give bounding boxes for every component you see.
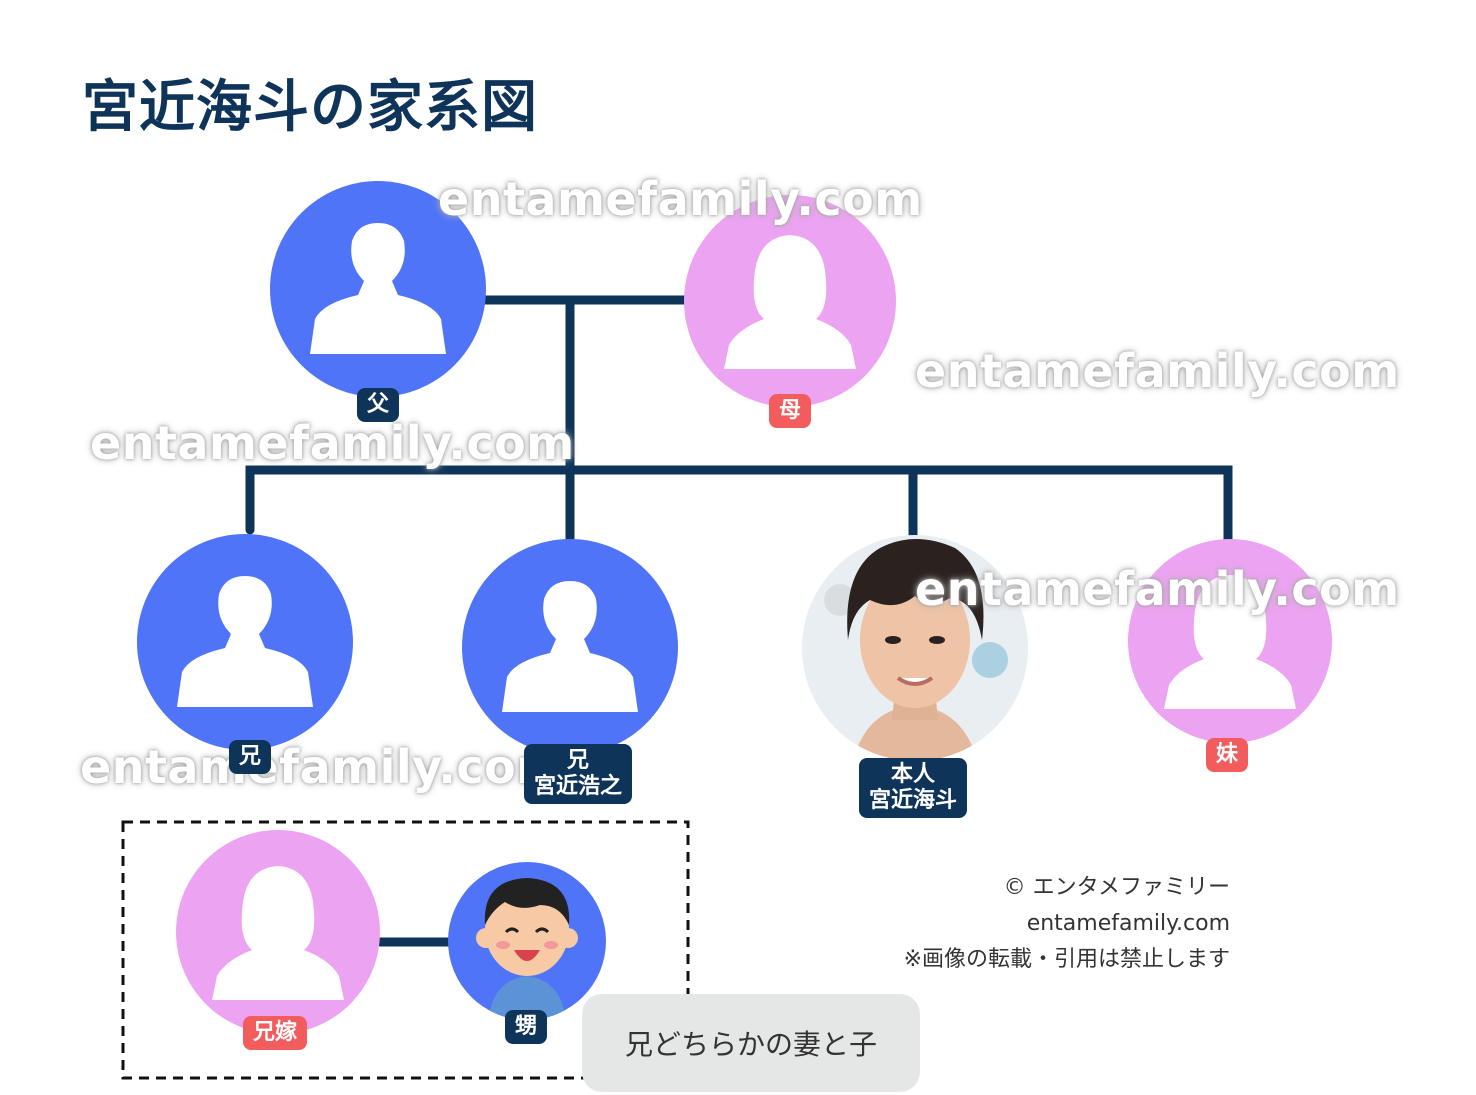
father-avatar xyxy=(270,181,486,397)
credit-notice: ※画像の転載・引用は禁止します xyxy=(903,947,1230,972)
sister-in-law-avatar xyxy=(176,830,380,1034)
nephew-avatar xyxy=(448,862,606,1020)
boy-illustration-icon xyxy=(476,878,578,1020)
mother-avatar xyxy=(684,195,896,407)
mother-label: 母 xyxy=(768,394,812,428)
female-silhouette-icon xyxy=(1164,575,1296,709)
father-relation: 父 xyxy=(366,392,390,417)
self-label: 本人 宮近海斗 xyxy=(858,758,968,818)
brother2-relation: 兄 xyxy=(566,748,590,773)
self-relation: 本人 xyxy=(890,762,936,787)
credit-copyright: © エンタメファミリー xyxy=(1003,875,1230,900)
watermark-text: entamefamily.com xyxy=(438,172,923,226)
watermark-text: entamefamily.com xyxy=(90,416,575,470)
watermark-text: entamefamily.com xyxy=(80,740,565,794)
brother2-name: 宮近浩之 xyxy=(533,774,623,799)
male-silhouette-icon xyxy=(177,576,313,707)
nephew-relation: 甥 xyxy=(514,1014,538,1039)
brother2-avatar xyxy=(462,539,678,755)
sister-in-law-relation: 兄嫁 xyxy=(252,1020,298,1045)
mother-relation: 母 xyxy=(778,398,802,423)
nephew-label: 甥 xyxy=(504,1010,548,1044)
female-silhouette-icon xyxy=(212,866,344,1000)
brother1-relation: 兄 xyxy=(238,744,262,769)
connector-lines xyxy=(245,295,1233,947)
in-law-note: 兄どちらかの妻と子 xyxy=(582,994,920,1092)
page-title: 宮近海斗の家系図 xyxy=(82,75,538,140)
male-silhouette-icon xyxy=(310,223,446,354)
sister-relation: 妹 xyxy=(1215,742,1239,767)
brother1-avatar xyxy=(137,534,353,750)
father-label: 父 xyxy=(356,388,400,422)
siblings-bar xyxy=(245,465,1233,545)
watermark-text: entamefamily.com xyxy=(915,562,1400,616)
sister-label: 妹 xyxy=(1205,738,1249,772)
in-law-group-box xyxy=(121,820,690,1080)
credit-block: © エンタメファミリー entamefamily.com ※画像の転載・引用は禁… xyxy=(904,870,1230,978)
brother1-label: 兄 xyxy=(228,740,272,774)
male-silhouette-icon xyxy=(502,581,638,712)
female-silhouette-icon xyxy=(724,235,856,369)
credit-site: entamefamily.com xyxy=(1026,911,1230,936)
sister-in-law-label: 兄嫁 xyxy=(242,1016,308,1050)
brother2-label: 兄 宮近浩之 xyxy=(523,744,633,804)
sister-avatar xyxy=(1128,539,1332,743)
watermark-text: entamefamily.com xyxy=(915,344,1400,398)
self-name: 宮近海斗 xyxy=(868,788,958,813)
